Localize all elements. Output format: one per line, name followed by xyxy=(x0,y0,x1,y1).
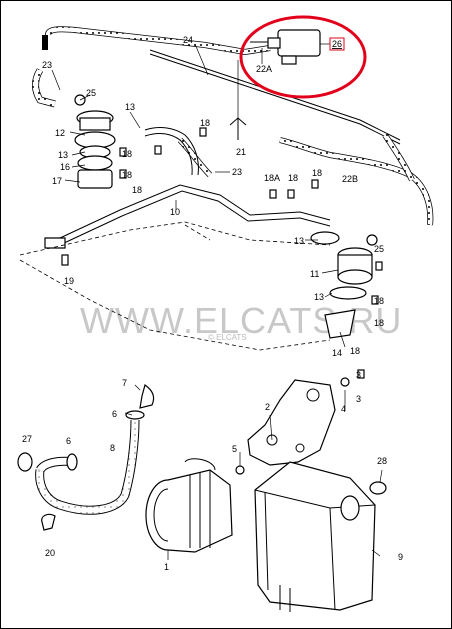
label-28: 28 xyxy=(377,456,387,466)
label-13-mid: 13 xyxy=(58,150,68,160)
label-13-top: 13 xyxy=(125,102,135,112)
label-4: 4 xyxy=(341,404,346,414)
label-23-mid: 23 xyxy=(232,167,242,177)
label-7: 7 xyxy=(122,378,127,388)
label-18-b: 18 xyxy=(122,170,132,180)
label-24: 24 xyxy=(183,35,193,45)
label-18-c: 18 xyxy=(132,185,142,195)
label-25-right: 25 xyxy=(374,244,384,254)
ring-27 xyxy=(17,452,33,472)
label-10: 10 xyxy=(170,207,180,217)
label-18-i: 18 xyxy=(350,346,360,356)
part-labels: 24 26 22A 23 25 13 12 13 16 17 18 18 18 … xyxy=(22,35,403,572)
filter-box-9 xyxy=(254,461,387,612)
label-18-h: 18 xyxy=(374,318,384,328)
label-18-f: 18 xyxy=(312,168,322,178)
label-6-mid: 6 xyxy=(112,409,117,419)
air-pump-1 xyxy=(145,458,233,553)
leader-lines xyxy=(51,43,383,560)
label-18-g: 18 xyxy=(374,296,384,306)
bracket-2 xyxy=(247,379,336,466)
label-1: 1 xyxy=(164,562,169,572)
label-18-a: 18 xyxy=(122,149,132,159)
label-20: 20 xyxy=(45,548,55,558)
label-25-left: 25 xyxy=(86,88,96,98)
label-18-d: 18 xyxy=(200,118,210,128)
label-3-top: 3 xyxy=(356,370,361,380)
label-26: 26 xyxy=(332,39,342,49)
label-13-low: 13 xyxy=(314,292,324,302)
label-22b: 22B xyxy=(342,174,358,184)
label-27: 27 xyxy=(22,434,32,444)
label-5: 5 xyxy=(232,444,237,454)
watermark-small: © ELCATS xyxy=(208,333,247,342)
label-2: 2 xyxy=(265,402,270,412)
valve-11 xyxy=(324,247,373,339)
label-17: 17 xyxy=(52,176,62,186)
label-21: 21 xyxy=(236,147,246,157)
valve-26 xyxy=(250,29,321,65)
highlight-ellipse xyxy=(239,15,367,99)
pipe-upper xyxy=(149,49,401,141)
label-9: 9 xyxy=(398,552,403,562)
label-3-low: 3 xyxy=(356,394,361,404)
label-19: 19 xyxy=(64,276,74,286)
label-8: 8 xyxy=(110,443,115,453)
label-16: 16 xyxy=(60,162,70,172)
outline-dashed-1 xyxy=(19,221,331,256)
label-18-e: 18 xyxy=(288,173,298,183)
label-23-left: 23 xyxy=(42,60,52,70)
label-22a: 22A xyxy=(256,64,272,74)
label-13-right: 13 xyxy=(294,236,304,246)
pipe-10 xyxy=(44,184,331,249)
label-6-left: 6 xyxy=(66,436,71,446)
label-11: 11 xyxy=(310,269,319,279)
label-18a: 18A xyxy=(264,173,280,183)
valve-12 xyxy=(74,110,116,189)
label-12: 12 xyxy=(55,128,65,138)
bolts xyxy=(61,94,383,475)
label-14: 14 xyxy=(332,348,342,358)
